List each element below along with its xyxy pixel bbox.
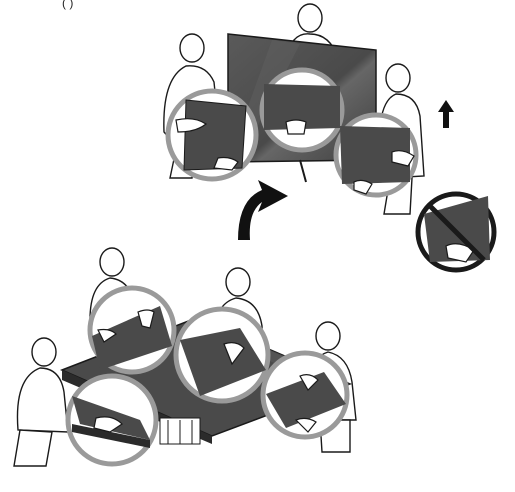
callout-center-hand: [262, 70, 342, 150]
lying-scene: [14, 248, 356, 466]
upright-scene: [164, 4, 494, 270]
callout-left-hand: [168, 91, 256, 179]
callout-top-center: [176, 309, 268, 401]
caption-fragment: ( ): [62, 0, 73, 10]
callout-bottom-left: [68, 376, 156, 464]
prohibition-icon: [418, 194, 494, 270]
callout-top-left: [90, 288, 174, 372]
person-left-front: [14, 338, 68, 466]
curved-arrow-icon: [238, 180, 288, 240]
callout-right-hand: [336, 115, 416, 195]
callout-right: [263, 353, 347, 437]
up-arrow-icon: [438, 100, 454, 128]
